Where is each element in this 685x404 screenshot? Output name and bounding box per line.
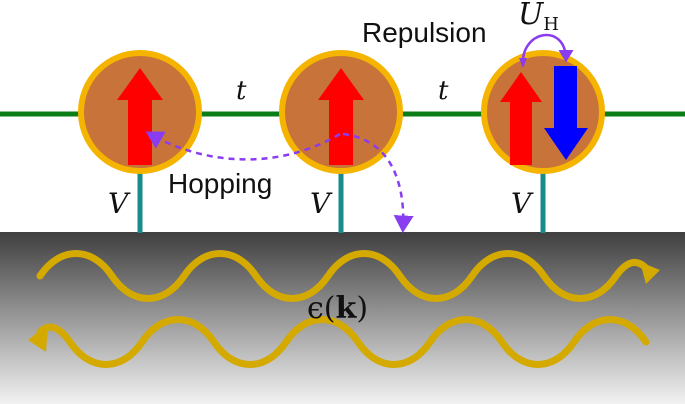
wave-right-head-icon xyxy=(640,262,660,284)
v-label-2: V xyxy=(310,187,333,220)
u-main: U xyxy=(518,0,545,32)
site-3-orbital xyxy=(481,50,605,174)
wave-left xyxy=(36,316,650,368)
wave-left-head-icon xyxy=(28,324,48,352)
hopping-arrow xyxy=(145,131,341,161)
site-3 xyxy=(481,50,605,174)
wave-right xyxy=(36,250,650,302)
site-1 xyxy=(78,50,202,174)
hopping-t-label-1: t xyxy=(236,76,247,106)
dispersion-label: ϵ(k) xyxy=(307,291,368,326)
v-label-3: V xyxy=(511,187,534,220)
hopping-label: Hopping xyxy=(168,168,272,199)
dispersion-prefix: ϵ( xyxy=(307,291,336,326)
repulsion-label: Repulsion xyxy=(362,17,487,48)
repulsion-loop-arrow xyxy=(521,33,574,67)
u-h-label: UH xyxy=(518,0,559,35)
dispersion-suffix: ) xyxy=(356,291,368,326)
hopping-t-label-2: t xyxy=(438,76,449,106)
hybridization-arrow xyxy=(342,132,414,233)
v-label-1: V xyxy=(108,187,131,220)
spin-up-arrow-icon xyxy=(500,72,542,165)
site-2 xyxy=(279,50,403,174)
u-subscript: H xyxy=(543,14,559,35)
repulsion-loop-head-left xyxy=(519,58,527,68)
spin-down-arrow-icon xyxy=(544,66,588,160)
dispersion-k: k xyxy=(336,291,358,326)
